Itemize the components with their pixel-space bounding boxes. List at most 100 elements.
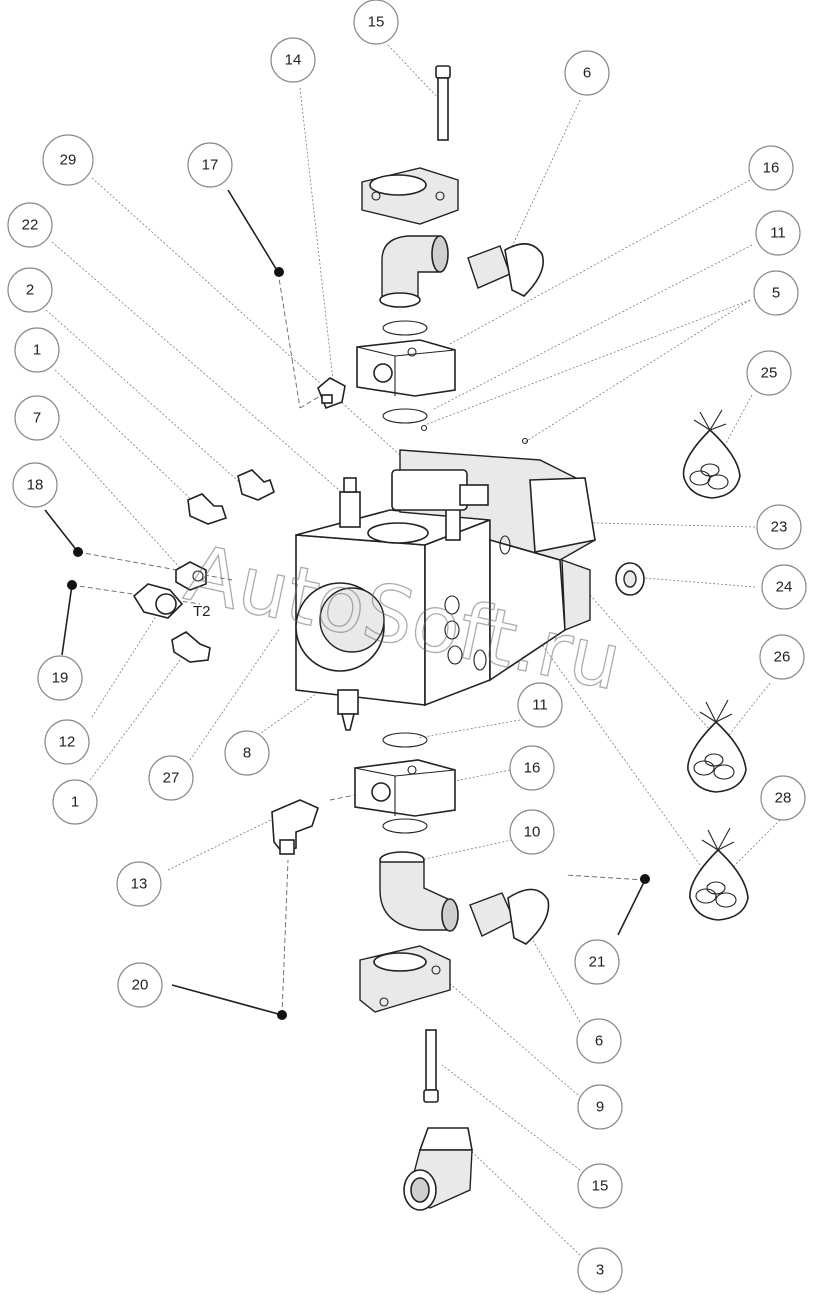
part-elbow-fitting-3 bbox=[403, 1127, 473, 1211]
callout-number: 25 bbox=[761, 365, 778, 382]
callout-20: 20 bbox=[117, 962, 163, 1008]
callout-number: 24 bbox=[776, 579, 793, 596]
part-elbow-top bbox=[379, 235, 449, 308]
callout-circle bbox=[353, 0, 399, 45]
callout-number: 16 bbox=[524, 760, 541, 777]
callout-circle bbox=[748, 145, 794, 191]
callout-circle bbox=[52, 779, 98, 825]
part-flange-clamp-top bbox=[361, 167, 459, 225]
part-main-valve-block bbox=[295, 449, 596, 731]
callout-circle bbox=[577, 1163, 623, 1209]
callout-number: 27 bbox=[163, 770, 180, 787]
callout-number: 11 bbox=[770, 225, 786, 242]
callout-2: 2 bbox=[7, 267, 53, 313]
callout-number: 28 bbox=[775, 790, 792, 807]
callout-number: 23 bbox=[771, 519, 788, 536]
callout-circle bbox=[509, 809, 555, 855]
part-sensor-2 bbox=[237, 469, 275, 501]
callout-number: 19 bbox=[52, 670, 69, 687]
callout-24: 24 bbox=[761, 564, 807, 610]
part-bolt-bottom bbox=[423, 1029, 439, 1103]
part-oring-lower bbox=[382, 732, 428, 834]
callout-number: 1 bbox=[71, 794, 79, 811]
callout-number: 9 bbox=[596, 1099, 604, 1116]
callout-29: 29 bbox=[42, 134, 94, 186]
callout-number: 15 bbox=[592, 1178, 609, 1195]
callout-number: 11 bbox=[532, 697, 548, 714]
callout-circle bbox=[564, 50, 610, 96]
part-seal-bag-26 bbox=[687, 699, 747, 793]
callout-6: 6 bbox=[564, 50, 610, 96]
callout-12: 12 bbox=[44, 719, 90, 765]
callout-number: 21 bbox=[589, 954, 606, 971]
part-flange-block-top bbox=[356, 339, 456, 397]
callout-16: 16 bbox=[509, 745, 555, 791]
callout-14: 14 bbox=[270, 37, 316, 83]
leader-dots bbox=[67, 267, 650, 1020]
callout-5: 5 bbox=[753, 270, 799, 316]
callout-27: 27 bbox=[148, 755, 194, 801]
callout-number: 22 bbox=[22, 217, 39, 234]
callout-number: 6 bbox=[595, 1033, 603, 1050]
callout-circle bbox=[577, 1247, 623, 1293]
callout-11: 11 bbox=[517, 682, 563, 728]
part-oring-mid bbox=[382, 408, 529, 445]
callout-number: 29 bbox=[60, 152, 77, 169]
callout-circle bbox=[7, 267, 53, 313]
callout-13: 13 bbox=[116, 861, 162, 907]
callout-number: 3 bbox=[596, 1262, 604, 1279]
part-sensor-7 bbox=[175, 561, 207, 591]
callout-circle bbox=[756, 504, 802, 550]
callout-circle bbox=[270, 37, 316, 83]
callout-circle bbox=[44, 719, 90, 765]
callout-19: 19 bbox=[37, 655, 83, 701]
callout-circle bbox=[117, 962, 163, 1008]
callout-8: 8 bbox=[224, 730, 270, 776]
callout-circle bbox=[14, 327, 60, 373]
callout-circle bbox=[576, 1018, 622, 1064]
callout-circle bbox=[37, 655, 83, 701]
callout-circle bbox=[761, 564, 807, 610]
callout-1: 1 bbox=[14, 327, 60, 373]
callout-25: 25 bbox=[746, 350, 792, 396]
part-elbow-bottom-10 bbox=[379, 851, 459, 932]
callout-23: 23 bbox=[756, 504, 802, 550]
part-elbow-fitting-6-bottom bbox=[469, 888, 550, 945]
part-seal-bag-25 bbox=[682, 409, 741, 499]
callout-3: 3 bbox=[577, 1247, 623, 1293]
callout-1: 1 bbox=[52, 779, 98, 825]
callout-15: 15 bbox=[577, 1163, 623, 1209]
callout-number: 1 bbox=[33, 342, 41, 359]
part-bolt-top bbox=[435, 65, 451, 141]
callout-28: 28 bbox=[760, 775, 806, 821]
callout-circle bbox=[760, 775, 806, 821]
callout-number: 18 bbox=[27, 477, 44, 494]
callout-circle bbox=[517, 682, 563, 728]
callout-circle bbox=[755, 210, 801, 256]
callout-circle bbox=[574, 939, 620, 985]
part-sensor-1-upper bbox=[187, 493, 228, 525]
part-flange-clamp-bottom bbox=[359, 945, 451, 1013]
callout-circle bbox=[14, 395, 60, 441]
callout-circle bbox=[148, 755, 194, 801]
part-seal-bag-28 bbox=[689, 827, 749, 921]
part-sensor-14 bbox=[317, 377, 346, 410]
callout-number: 20 bbox=[132, 977, 149, 994]
callout-number: 26 bbox=[774, 649, 791, 666]
callout-7: 7 bbox=[14, 395, 60, 441]
callout-number: 16 bbox=[763, 160, 780, 177]
part-flange-block-bottom bbox=[354, 759, 456, 817]
callout-number: 15 bbox=[368, 14, 385, 31]
callout-number: 6 bbox=[583, 65, 591, 82]
callout-circle bbox=[187, 142, 233, 188]
callout-circle bbox=[753, 270, 799, 316]
callout-circle bbox=[42, 134, 94, 186]
callout-11: 11 bbox=[755, 210, 801, 256]
callout-9: 9 bbox=[577, 1084, 623, 1130]
callout-circle bbox=[7, 202, 53, 248]
callout-number: 10 bbox=[524, 824, 541, 841]
callout-number: 2 bbox=[26, 282, 34, 299]
callout-number: 8 bbox=[243, 745, 251, 762]
callout-18: 18 bbox=[12, 462, 58, 508]
callout-circle bbox=[759, 634, 805, 680]
